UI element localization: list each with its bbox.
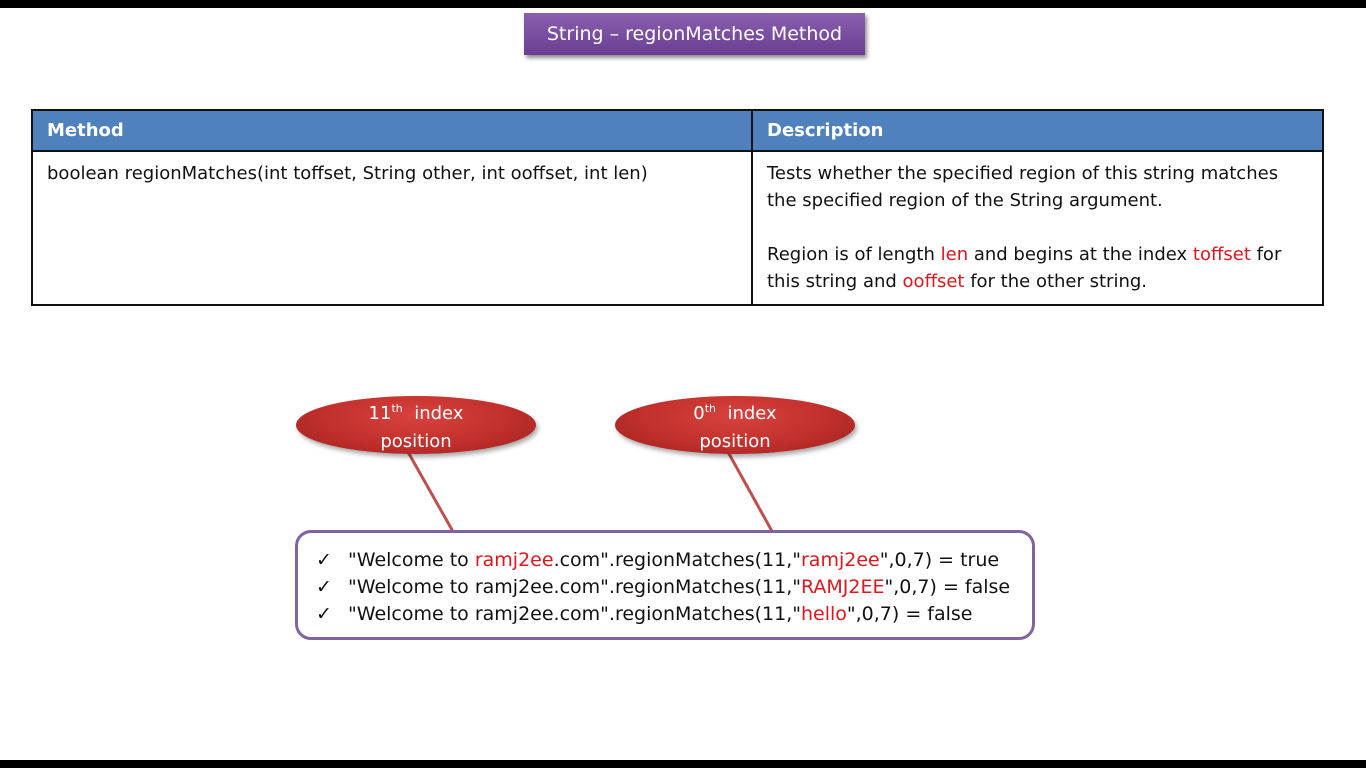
callout-word: index [716, 402, 777, 424]
example-text: .com".regionMatches(11," [553, 549, 801, 571]
callout-number: 0 [693, 402, 705, 424]
callout-line-1: 0th index [615, 395, 855, 428]
description-paragraph-2: Region is of length len and begins at th… [767, 241, 1308, 295]
table-header-row: Method Description [31, 109, 1324, 152]
callout-number: 11 [368, 402, 392, 424]
example-argument: ramj2ee [800, 549, 880, 571]
callout-line-1: 11th index [296, 395, 536, 428]
callout-ordinal: th [391, 401, 403, 415]
desc-text: for this string and [767, 244, 1282, 292]
example-argument: hello [800, 603, 847, 625]
callout-0th-index: 0th index position [615, 396, 855, 454]
bottom-letterbox [0, 760, 1366, 768]
param-len: len [940, 244, 969, 265]
table-row: boolean regionMatches(int toffset, Strin… [31, 150, 1324, 306]
slide-title: String – regionMatches Method [524, 13, 865, 55]
example-result: ",0,7) = false [846, 603, 973, 625]
check-icon: ✓ [316, 549, 332, 571]
header-method: Method [31, 109, 753, 152]
example-highlight: ramj2ee [474, 549, 554, 571]
desc-text: and begins at the index [968, 244, 1193, 265]
desc-text: for the other string. [964, 271, 1148, 292]
example-text: "Welcome to [342, 549, 475, 571]
desc-text: Region is of length [767, 244, 941, 265]
callout-11th-index: 11th index position [296, 396, 536, 454]
top-letterbox [0, 0, 1366, 8]
example-line-2: ✓ "Welcome to ramj2ee.com".regionMatches… [316, 574, 1032, 601]
example-result: ",0,7) = false [884, 576, 1011, 598]
example-text: "Welcome to ramj2ee.com".regionMatches(1… [342, 576, 801, 598]
callout-line-2: position [699, 430, 771, 452]
example-line-3: ✓ "Welcome to ramj2ee.com".regionMatches… [316, 601, 1032, 628]
description-paragraph-1: Tests whether the specified region of th… [767, 163, 1279, 211]
method-description: Tests whether the specified region of th… [751, 150, 1324, 306]
check-icon: ✓ [316, 603, 332, 625]
method-signature: boolean regionMatches(int toffset, Strin… [31, 150, 753, 306]
example-line-1: ✓ "Welcome to ramj2ee.com".regionMatches… [316, 547, 1032, 574]
check-icon: ✓ [316, 576, 332, 598]
method-table: Method Description boolean regionMatches… [31, 109, 1324, 306]
example-result: ",0,7) = true [879, 549, 1000, 571]
callout-ordinal: th [704, 401, 717, 415]
example-text: "Welcome to ramj2ee.com".regionMatches(1… [342, 603, 801, 625]
param-ooffset: ooffset [902, 271, 965, 292]
param-toffset: toffset [1192, 244, 1251, 265]
examples-box: ✓ "Welcome to ramj2ee.com".regionMatches… [295, 530, 1035, 640]
header-description: Description [751, 109, 1324, 152]
example-argument: RAMJ2EE [800, 576, 885, 598]
callout-line-2: position [380, 430, 452, 452]
callout-word: index [402, 402, 464, 424]
